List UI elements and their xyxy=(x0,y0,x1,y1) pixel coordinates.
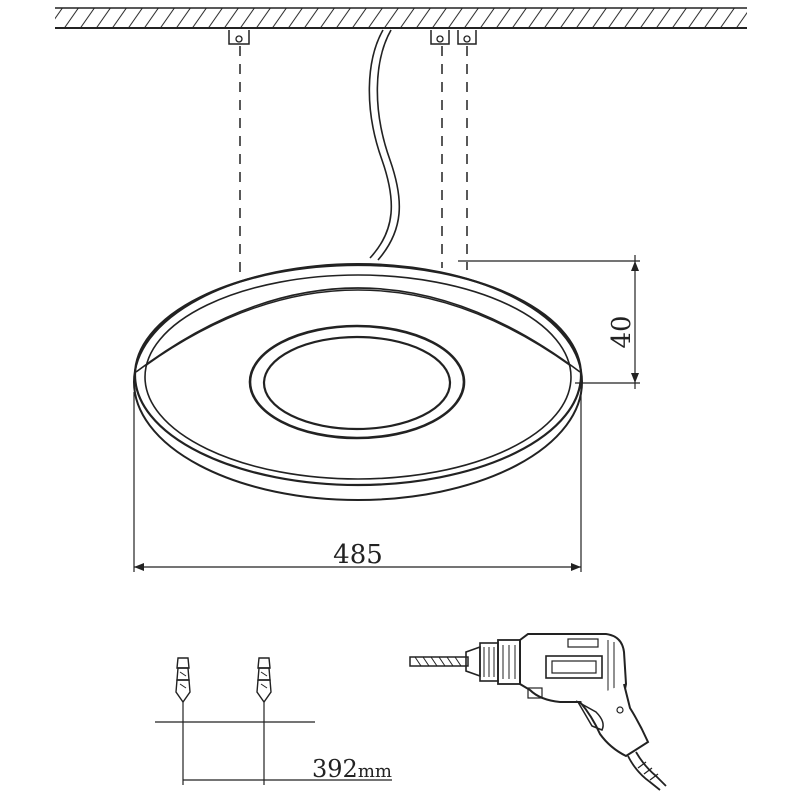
diameter-dimension-label: 485 xyxy=(333,540,383,570)
hole-spacing-label: 392mm xyxy=(312,755,392,783)
hole-spacing-dimension: 392mm xyxy=(155,702,392,785)
height-dimension-label: 40 xyxy=(607,315,637,348)
power-cord xyxy=(368,29,401,261)
mounting-bracket-icon xyxy=(228,30,477,45)
ceiling-lamp xyxy=(133,263,583,501)
hatched-ceiling-icon xyxy=(55,7,747,29)
height-dimension: 40 xyxy=(458,255,640,389)
hole-spacing-value: 392 xyxy=(312,755,358,783)
diameter-dimension: 485 xyxy=(133,384,582,572)
wall-plug-anchor-icon xyxy=(175,657,272,704)
power-drill-icon xyxy=(409,633,667,791)
alignment-dashed-lines xyxy=(239,46,468,276)
hole-spacing-unit: mm xyxy=(358,761,392,782)
